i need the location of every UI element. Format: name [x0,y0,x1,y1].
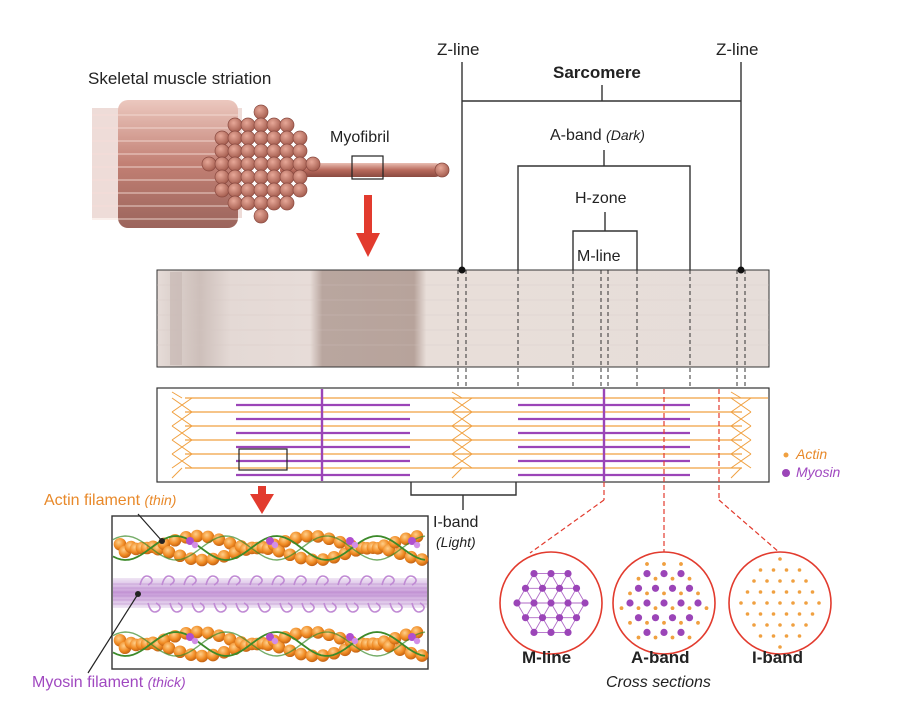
i-band-note: (Light) [436,534,476,550]
myosin-filament-note: (thick) [147,674,186,690]
cross-section-connectors [529,389,781,554]
z-line-marker [458,266,466,274]
skeletal-muscle-label: Skeletal muscle striation [88,69,272,88]
myosin-legend-dot [782,469,790,477]
micrograph-strip [156,269,770,368]
m-line-label: M-line [577,248,621,265]
myosin-filament-label: Myosin filament (thick) [32,674,186,692]
filament-diagram [156,387,770,483]
myofibril-label: Myofibril [330,129,390,146]
myofibril-rod [280,163,442,177]
actin-legend-dot [783,452,789,458]
cs-a-band-label: A-band [631,648,690,667]
legend-actin-label: Actin [796,446,828,462]
cs-m-line-label: M-line [522,648,572,667]
filament-lattice [171,389,768,481]
a-band-note: (Dark) [606,127,645,143]
muscle-bundle [92,100,450,228]
cs-i-band-label: I-band [752,648,803,667]
sarcomere-label: Sarcomere [553,63,641,82]
i-band-label: I-band [433,514,479,531]
dashed-connectors [457,270,746,388]
myosin-filament-text: Myosin filament [32,674,144,691]
i-band-bracket [410,482,517,496]
cross-section-a-band [612,551,716,655]
fibre-ends [201,104,321,224]
actin-filament-note: (thin) [144,492,177,508]
myosin-leader [87,593,139,674]
myofibril-box [351,155,384,180]
cross-section-m-line [499,551,603,655]
actin-filament-text: Actin filament [44,492,141,509]
a-band-text: A-band [550,127,602,144]
down-arrow-icon [250,486,274,514]
actin-filament-label: Actin filament (thin) [44,492,176,510]
z-line-right-label: Z-line [716,40,759,59]
molecular-filaments [112,529,429,663]
cross-section-i-band [728,551,832,655]
bracket-lines [461,62,742,270]
z-line-left-label: Z-line [437,40,480,59]
z-line-marker [737,266,745,274]
down-arrow-icon [356,195,380,257]
cross-sections-label: Cross sections [606,674,711,691]
actin-leader [137,513,163,542]
filament-zoom-box [238,448,288,471]
h-zone-label: H-zone [575,190,627,207]
legend-myosin-label: Myosin [796,464,841,480]
a-band-label: A-band (Dark) [550,127,645,145]
